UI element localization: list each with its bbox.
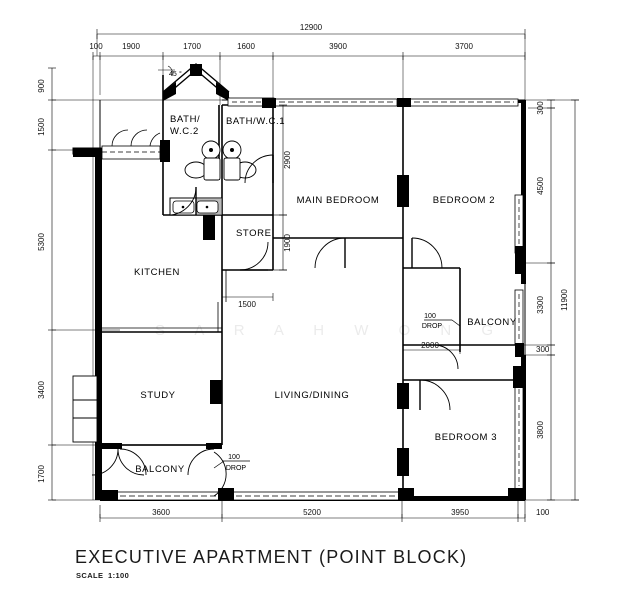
- dim-right-3: 3300: [536, 296, 545, 314]
- interior-dim-bath-store: [273, 104, 287, 271]
- dim-top-5: 3900: [329, 42, 347, 51]
- interior-dim-balcony-width: [402, 346, 461, 354]
- dim-right-2: 4500: [536, 177, 545, 195]
- dim-left-2: 1500: [37, 118, 46, 136]
- room-label-bath-wc-2-line2: W.C.2: [170, 126, 199, 137]
- dim-top-3: 1700: [183, 42, 201, 51]
- interior-thin-lines: [101, 215, 227, 332]
- dim-top-1: 100: [89, 42, 103, 51]
- dim-top-2: 1900: [122, 42, 140, 51]
- watermark-text: S A R A H W O N G: [155, 322, 506, 339]
- room-label-balcony-upper: BALCONY: [467, 317, 517, 328]
- dim-balcony-width: 2000: [421, 341, 439, 350]
- bay-corner-fills: [163, 64, 229, 101]
- dim-top-4: 1600: [237, 42, 255, 51]
- dim-bottom-3: 3950: [451, 508, 469, 517]
- right-wall-windows: [514, 194, 524, 491]
- dim-bottom-1: 3600: [152, 508, 170, 517]
- dim-right-4: 300: [536, 345, 550, 354]
- room-label-kitchen: KITCHEN: [134, 267, 180, 278]
- drop-annotation-upper: 100 DROP: [422, 313, 461, 330]
- drop-upper-line2: DROP: [422, 323, 443, 330]
- window-mullion-top: [397, 98, 411, 107]
- page-title: EXECUTIVE APARTMENT (POINT BLOCK): [75, 547, 467, 567]
- bottom-wall-piers: [100, 488, 525, 500]
- dim-top-6: 3700: [455, 42, 473, 51]
- dim-right-1: 300: [536, 101, 545, 115]
- drop-annotation-lower: 100 DROP: [213, 454, 250, 472]
- room-label-store: STORE: [236, 228, 272, 239]
- angle-45-label: 45: [169, 71, 177, 78]
- kitchen-window-frame: [160, 144, 169, 160]
- dim-store-depth: 1900: [283, 234, 292, 252]
- angle-45-marker: [158, 65, 175, 77]
- dim-right-5: 3800: [536, 421, 545, 439]
- room-label-living-dining: LIVING/DINING: [275, 390, 350, 401]
- dim-left-1: 900: [37, 79, 46, 93]
- room-label-balcony-lower: BALCONY: [135, 464, 185, 475]
- room-label-study: STUDY: [140, 390, 175, 401]
- right-extension-lines: [520, 99, 579, 501]
- dim-bottom-2: 5200: [303, 508, 321, 517]
- scale-value: 1:100: [108, 571, 129, 580]
- room-label-bedroom-2: BEDROOM 2: [433, 195, 495, 206]
- dim-left-3: 5300: [37, 233, 46, 251]
- interior-dim-store-width: [221, 293, 274, 301]
- dim-right-overall: 11900: [560, 289, 569, 311]
- dim-left-4: 3400: [37, 381, 46, 399]
- bottom-wall-windows: [115, 491, 403, 501]
- drop-lower-line2: DROP: [226, 465, 247, 472]
- room-label-main-bedroom: MAIN BEDROOM: [297, 195, 380, 206]
- study-side-window: [72, 375, 98, 443]
- dim-bath-depth: 2900: [283, 151, 292, 169]
- top-sliding-windows: [274, 98, 519, 107]
- room-label-bath-wc-2-line1: BATH/: [170, 114, 200, 125]
- angle-degree-symbol: °: [179, 70, 182, 78]
- room-label-bath-wc-1: BATH/W.C.1: [226, 116, 285, 127]
- dim-bottom-4: 100: [536, 508, 550, 517]
- drop-lower-line1: 100: [228, 454, 240, 461]
- bottom-dimension-chain-line: [99, 500, 526, 522]
- room-label-bedroom-3: BEDROOM 3: [435, 432, 497, 443]
- dim-left-5: 1700: [37, 465, 46, 483]
- scale-label: SCALE: [76, 571, 103, 580]
- dim-store-width: 1500: [238, 300, 256, 309]
- balcony-lower-walls: [98, 443, 222, 449]
- drop-upper-line1: 100: [424, 313, 436, 320]
- dim-top-overall: 12900: [300, 23, 323, 32]
- door-swings: [91, 154, 459, 497]
